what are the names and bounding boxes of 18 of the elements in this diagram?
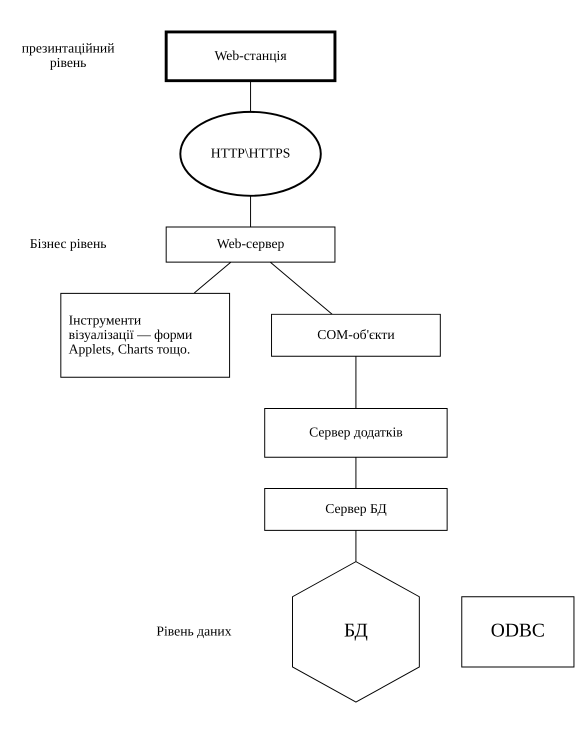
node-box: Сервер БД (264, 487, 448, 530)
connector (194, 261, 232, 293)
connector (250, 194, 252, 227)
node-box: Web-станція (164, 30, 336, 82)
connector (355, 530, 356, 562)
node-ellipse: HTTP\HTTPS (179, 110, 322, 196)
label: Рівень даних (156, 622, 232, 638)
connector (355, 456, 356, 488)
connector (355, 356, 356, 408)
label: презинтаційний рівень (22, 40, 115, 70)
node-box: Інструменти візуалізації — форми Applets, Charts тощо. (60, 292, 230, 378)
connector (250, 80, 252, 112)
label: Бізнес рівень (30, 236, 106, 251)
connector (270, 261, 333, 314)
node-box: Сервер додатків (264, 407, 448, 458)
node-box: Web-сервер (166, 226, 336, 262)
node-box: ODBC (461, 596, 574, 667)
node-box: COM-об'єкти (271, 313, 441, 356)
